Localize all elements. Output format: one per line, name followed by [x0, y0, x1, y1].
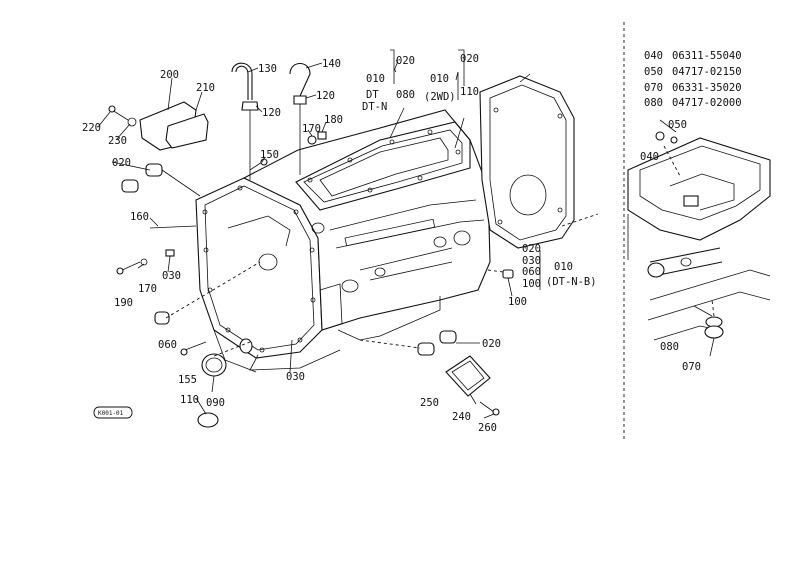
callout-120-right: 120 — [316, 90, 335, 102]
callout-dt-n: DT-N — [362, 101, 387, 113]
callout-150: 150 — [260, 149, 279, 161]
parts-table-row: 040 06311-55040 — [644, 50, 742, 62]
callout-050-inset: 050 — [668, 119, 687, 131]
callout-155: 155 — [178, 374, 197, 386]
part-ref: 040 — [644, 50, 663, 62]
callout-labels: 220 230 200 210 130 140 120 120 150 170 … — [82, 53, 701, 434]
callout-110-group2: 110 — [460, 86, 479, 98]
callout-220: 220 — [82, 122, 101, 134]
transmission-case-drawing — [195, 109, 491, 373]
callout-020-bottom: 020 — [482, 338, 501, 350]
callout-030-group3: 030 — [522, 255, 541, 267]
callout-070-inset: 070 — [682, 361, 701, 373]
part-number: 04717-02150 — [672, 66, 742, 78]
part-ref: 050 — [644, 66, 663, 78]
small-parts-drawing — [108, 62, 599, 428]
callout-dt-n-b: (DT-N-B) — [546, 276, 597, 288]
callout-010-group1: 010 — [366, 73, 385, 85]
callout-240: 240 — [452, 411, 471, 423]
part-number: 06331-35020 — [672, 82, 742, 94]
parts-table-row: 070 06331-35020 — [644, 82, 742, 94]
callout-170-left: 170 — [138, 283, 157, 295]
inset-drawing — [627, 131, 771, 341]
callout-160: 160 — [130, 211, 149, 223]
callout-250: 250 — [420, 397, 439, 409]
parts-table-row: 080 04717-02000 — [644, 97, 742, 109]
callout-dt: DT — [366, 89, 379, 101]
callout-140: 140 — [322, 58, 341, 70]
part-ref: 080 — [644, 97, 663, 109]
callout-020-group3: 020 — [522, 243, 541, 255]
callout-120-left: 120 — [262, 107, 281, 119]
callout-180: 180 — [324, 114, 343, 126]
callout-090: 090 — [206, 397, 225, 409]
callout-020-group2: 020 — [460, 53, 479, 65]
callout-170-top: 170 — [302, 123, 321, 135]
callout-030-bottom: 030 — [286, 371, 305, 383]
callout-2wd: (2WD) — [424, 91, 456, 103]
callout-030-left: 030 — [162, 270, 181, 282]
callout-230: 230 — [108, 135, 127, 147]
callout-020-group1: 020 — [396, 55, 415, 67]
callout-100-group3: 100 — [522, 278, 541, 290]
callout-080-inset: 080 — [660, 341, 679, 353]
diagram-code: K001-01 — [98, 410, 124, 417]
callout-130: 130 — [258, 63, 277, 75]
callout-100: 100 — [508, 296, 527, 308]
callout-190: 190 — [114, 297, 133, 309]
leader-lines — [97, 49, 715, 419]
callout-010-group2: 010 — [430, 73, 449, 85]
callout-260: 260 — [478, 422, 497, 434]
rear-gasket-drawing — [479, 75, 575, 249]
callout-020-left: 020 — [112, 157, 131, 169]
part-ref: 070 — [644, 82, 663, 94]
callout-110-bottom: 110 — [180, 394, 199, 406]
parts-table: 040 06311-55040 050 04717-02150 070 0633… — [644, 50, 742, 109]
callout-080-group1: 080 — [396, 89, 415, 101]
callout-060: 060 — [158, 339, 177, 351]
part-number: 04717-02000 — [672, 97, 742, 109]
part-number: 06311-55040 — [672, 50, 742, 62]
parts-table-row: 050 04717-02150 — [644, 66, 742, 78]
callout-060-group3: 060 — [522, 266, 541, 278]
callout-200: 200 — [160, 69, 179, 81]
callout-010-group3: 010 — [554, 261, 573, 273]
diagram-code-badge: K001-01 — [93, 406, 133, 419]
callout-210: 210 — [196, 82, 215, 94]
callout-040-inset: 040 — [640, 151, 659, 163]
